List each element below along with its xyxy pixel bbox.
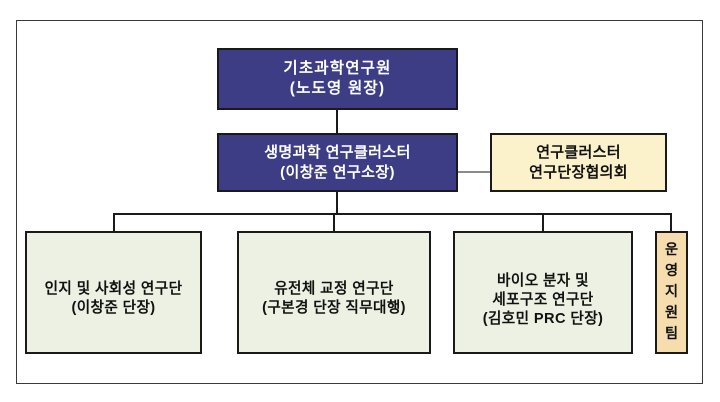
node-center-3-line-2: 세포구조 연구단: [492, 292, 594, 309]
node-support-char-4: 원: [664, 305, 679, 321]
node-center-1-line-2: (이창준 단장): [71, 299, 156, 316]
node-council-line-2: 연구단장협의회: [529, 163, 628, 181]
node-center-3-line-1: 바이오 분자 및: [497, 273, 589, 290]
connector-distribution-bus: [113, 213, 672, 215]
node-cluster-text: 생명과학 연구클러스터 (이창준 연구소장): [264, 143, 411, 181]
node-cluster-directors-council[interactable]: 연구클러스터 연구단장협의회: [490, 133, 667, 192]
node-cluster-line-1: 생명과학 연구클러스터: [264, 144, 411, 162]
connector-cluster-to-council: [457, 171, 491, 173]
connector-drop-center-3: [542, 213, 544, 232]
node-center-2-line-1: 유전체 교정 연구단: [274, 280, 394, 297]
connector-drop-center-1: [113, 213, 115, 232]
node-biomolecular-cell-structure-research-center[interactable]: 바이오 분자 및 세포구조 연구단 (김호민 PRC 단장): [453, 231, 633, 354]
node-support-text: 운 영 지 원 팀: [665, 240, 678, 345]
node-cluster-line-2: (이창준 연구소장): [280, 163, 395, 181]
connector-cluster-to-bus: [336, 191, 338, 214]
node-genome-editing-research-center[interactable]: 유전체 교정 연구단 (구본경 단장 직무대행): [237, 231, 431, 354]
node-institute-text: 기초과학연구원 (노도영 원장): [283, 59, 391, 99]
node-institute-line-1: 기초과학연구원: [283, 60, 392, 78]
node-life-science-cluster[interactable]: 생명과학 연구클러스터 (이창준 연구소장): [217, 133, 458, 192]
node-center-3-text: 바이오 분자 및 세포구조 연구단 (김호민 PRC 단장): [483, 272, 604, 328]
node-support-char-2: 영: [664, 262, 679, 279]
connector-drop-support-team: [670, 213, 672, 232]
chart-outer-frame: 기초과학연구원 (노도영 원장) 생명과학 연구클러스터 (이창준 연구소장) …: [16, 20, 703, 384]
node-operation-support-team[interactable]: 운 영 지 원 팀: [655, 231, 688, 354]
node-support-char-1: 운: [664, 241, 679, 258]
node-council-text: 연구클러스터 연구단장협의회: [529, 143, 628, 181]
node-support-char-3: 지: [664, 283, 679, 300]
connector-institute-to-cluster: [336, 109, 338, 134]
node-cognition-social-research-center[interactable]: 인지 및 사회성 연구단 (이창준 단장): [25, 231, 202, 354]
connector-drop-center-2: [333, 213, 335, 232]
node-center-3-line-3: (김호민 PRC 단장): [482, 310, 604, 327]
node-institute[interactable]: 기초과학연구원 (노도영 원장): [217, 48, 458, 110]
node-institute-line-2: (노도영 원장): [289, 80, 386, 97]
node-council-line-1: 연구클러스터: [536, 144, 621, 162]
node-center-2-line-2: (구본경 단장 직무대행): [262, 299, 406, 316]
node-center-2-text: 유전체 교정 연구단 (구본경 단장 직무대행): [262, 280, 406, 317]
node-center-1-text: 인지 및 사회성 연구단 (이창준 단장): [45, 280, 183, 317]
node-center-1-line-1: 인지 및 사회성 연구단: [44, 280, 183, 297]
node-support-char-5: 팀: [664, 326, 679, 343]
